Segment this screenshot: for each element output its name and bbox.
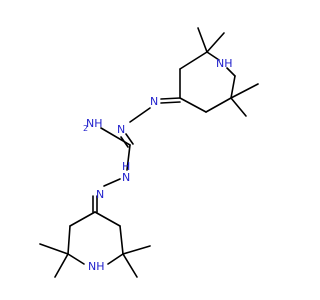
bottom-piperidine-ring [39, 211, 151, 278]
atom-n-top-hydrazone: N [150, 95, 158, 108]
atom-nh-bottom: NH [88, 260, 105, 273]
bond [67, 253, 85, 265]
bond [69, 211, 96, 227]
methyl-bond [230, 97, 247, 117]
double-bond [160, 97, 181, 100]
methyl-bond [230, 83, 259, 99]
bond [179, 51, 208, 70]
methyl-bond [122, 245, 151, 255]
methyl-bond [206, 32, 225, 53]
bond [100, 127, 131, 146]
top-piperidine-ring [179, 27, 259, 117]
bond [206, 51, 220, 61]
methyl-bond [122, 253, 138, 278]
bond [129, 107, 151, 123]
atom-nh2: NH 2 [83, 117, 103, 133]
atom-n-hydrazine: N [122, 171, 130, 184]
methyl-bond [39, 243, 69, 255]
bond [205, 97, 232, 113]
bond [226, 67, 236, 77]
bond [126, 144, 131, 171]
atom-nh-hydrazine: N H [122, 160, 130, 184]
double-bond [125, 133, 134, 145]
atom-nh2-subscript: 2 [83, 124, 88, 133]
atom-nh-top: NH [216, 57, 233, 70]
bond [103, 178, 121, 187]
atom-n-bottom-hydrazone: N [96, 188, 104, 201]
atom-h-hydrazine: H [122, 160, 130, 173]
molecule-diagram: NH N N NH 2 N H N NH [39, 27, 259, 278]
bond [179, 97, 207, 113]
bond [107, 253, 124, 265]
bond [119, 225, 124, 255]
methyl-bond [54, 253, 69, 278]
atom-nh2-text: NH [86, 117, 103, 130]
bond [94, 211, 121, 227]
bond [230, 75, 236, 99]
bond [67, 225, 71, 255]
methyl-bond [197, 27, 208, 53]
double-bond [160, 101, 181, 104]
atom-n-imine: N [117, 123, 125, 136]
